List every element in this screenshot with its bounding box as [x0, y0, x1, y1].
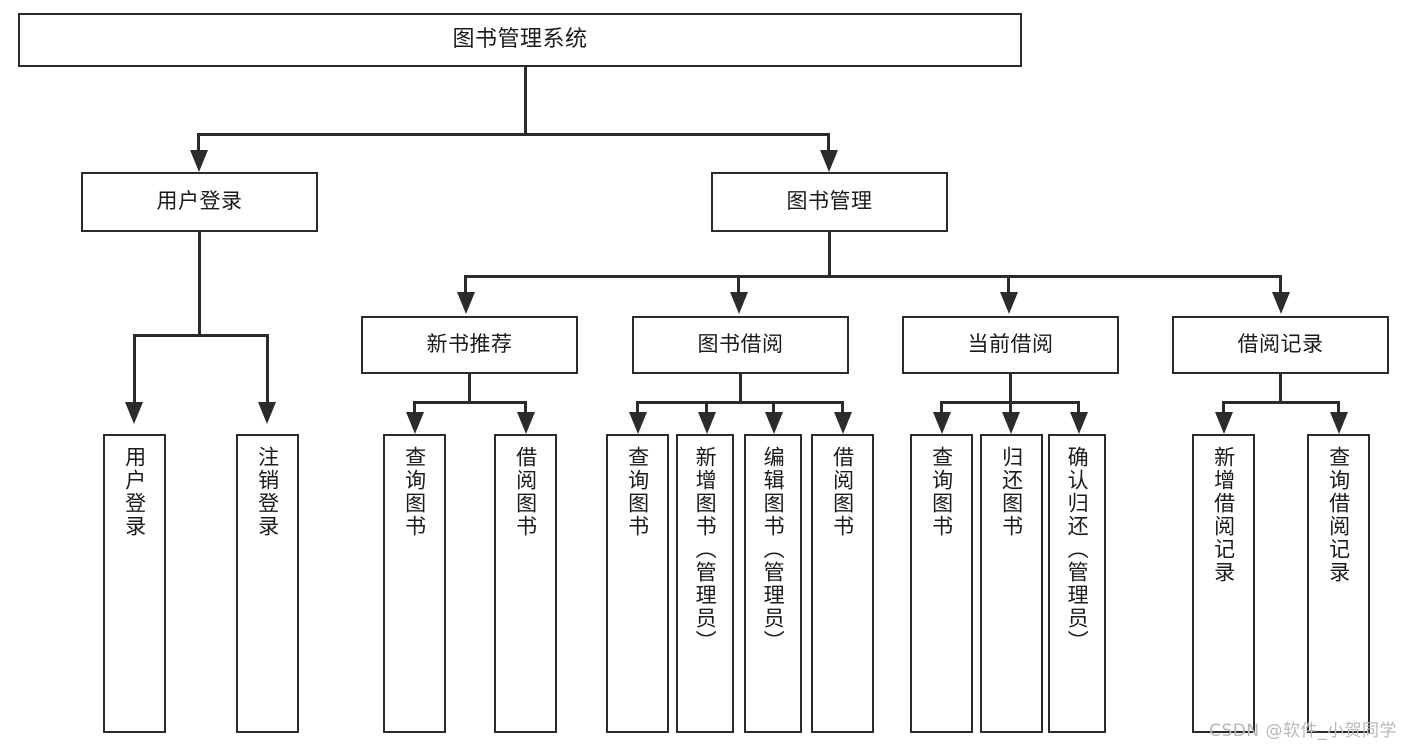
arrow-bb-to-borrow-book: [834, 412, 852, 434]
csdn-watermark: CSDN @软件_小贺同学: [1209, 721, 1397, 741]
arrow-user-login-to-leaf2: [258, 402, 276, 424]
node-leaf-query-book-3[interactable]: 查询图书: [910, 434, 973, 733]
node-leaf-borrow-book-1-label: 借阅图书: [513, 446, 538, 538]
connector-root-stem: [524, 67, 527, 135]
connector-cb-to-leaf1: [940, 401, 943, 415]
node-leaf-add-record-label: 新增借阅记录: [1211, 446, 1236, 584]
node-leaf-edit-book-label: 编辑图书（管理员）: [761, 446, 786, 653]
connector-book-borrow-stem: [739, 374, 742, 404]
arrow-root-to-book-manage: [820, 150, 838, 172]
node-leaf-user-login-label: 用户登录: [122, 446, 147, 538]
node-leaf-logout-label: 注销登录: [255, 446, 280, 538]
arrow-br-to-query-record: [1330, 412, 1348, 434]
node-leaf-user-login[interactable]: 用户登录: [103, 434, 166, 733]
connector-borrow-record-stem: [1279, 374, 1282, 404]
connector-root-to-user-login: [197, 133, 200, 153]
node-book-borrow-label: 图书借阅: [697, 332, 784, 357]
connector-user-login-to-leaf2: [266, 334, 269, 404]
arrow-nbr-to-borrow-book: [517, 412, 535, 434]
connector-book-borrow-bar: [636, 401, 844, 404]
connector-bb-to-leaf2: [705, 401, 708, 415]
connector-bb-to-leaf4: [841, 401, 844, 415]
connector-user-login-bar: [133, 334, 269, 337]
node-current-borrow-label: 当前借阅: [967, 332, 1054, 357]
arrow-bb-to-query-book: [629, 412, 647, 434]
arrow-root-to-user-login: [190, 150, 208, 172]
arrow-br-to-add-record: [1215, 412, 1233, 434]
node-current-borrow[interactable]: 当前借阅: [902, 316, 1119, 374]
connector-borrow-record-bar: [1222, 401, 1340, 404]
node-user-login[interactable]: 用户登录: [81, 172, 318, 232]
connector-user-login-stem: [198, 232, 201, 336]
connector-cb-to-leaf2: [1009, 401, 1012, 415]
connector-bb-to-leaf3: [772, 401, 775, 415]
arrow-book-manage-to-borrow-record: [1272, 292, 1290, 314]
node-leaf-add-record[interactable]: 新增借阅记录: [1192, 434, 1255, 733]
connector-bb-to-leaf1: [636, 401, 639, 415]
arrow-bb-to-add-book: [698, 412, 716, 434]
arrow-cb-to-return-book: [1002, 412, 1020, 434]
connector-book-manage-to-l3a: [464, 275, 467, 295]
node-leaf-borrow-book-1[interactable]: 借阅图书: [494, 434, 557, 733]
connector-root-bar: [197, 133, 830, 136]
connector-user-login-to-leaf1: [133, 334, 136, 404]
node-leaf-add-book-label: 新增图书（管理员）: [693, 446, 718, 653]
connector-book-manage-to-l3b: [737, 275, 740, 295]
node-leaf-query-book-2[interactable]: 查询图书: [606, 434, 669, 733]
node-borrow-record[interactable]: 借阅记录: [1172, 316, 1389, 374]
arrow-book-manage-to-current-borrow: [1000, 292, 1018, 314]
node-leaf-return-book-label: 归还图书: [999, 446, 1024, 538]
node-leaf-query-book-1-label: 查询图书: [402, 446, 427, 538]
connector-new-book-rec-stem: [468, 374, 471, 404]
node-leaf-borrow-book-2-label: 借阅图书: [830, 446, 855, 538]
node-leaf-query-book-3-label: 查询图书: [929, 446, 954, 538]
arrow-bb-to-edit-book: [765, 412, 783, 434]
arrow-cb-to-query-book: [933, 412, 951, 434]
node-leaf-return-book[interactable]: 归还图书: [980, 434, 1043, 733]
node-book-borrow[interactable]: 图书借阅: [632, 316, 849, 374]
connector-nbr-to-leaf1: [413, 401, 416, 415]
connector-book-manage-stem: [828, 232, 831, 278]
connector-nbr-to-leaf2: [524, 401, 527, 415]
node-user-login-label: 用户登录: [156, 189, 243, 214]
node-borrow-record-label: 借阅记录: [1237, 332, 1324, 357]
connector-new-book-rec-bar: [413, 401, 527, 404]
connector-book-manage-to-l3c: [1007, 275, 1010, 295]
connector-root-to-book-manage: [827, 133, 830, 153]
node-leaf-query-book-2-label: 查询图书: [625, 446, 650, 538]
arrow-book-manage-to-new-book-rec: [457, 292, 475, 314]
node-root-label: 图书管理系统: [452, 26, 588, 52]
arrow-book-manage-to-book-borrow: [730, 292, 748, 314]
node-book-manage[interactable]: 图书管理: [711, 172, 948, 232]
connector-current-borrow-stem: [1009, 374, 1012, 404]
node-new-book-rec-label: 新书推荐: [426, 332, 513, 357]
node-leaf-edit-book[interactable]: 编辑图书（管理员）: [744, 434, 802, 733]
node-book-manage-label: 图书管理: [786, 189, 873, 214]
arrow-nbr-to-query-book: [406, 412, 424, 434]
node-leaf-add-book[interactable]: 新增图书（管理员）: [676, 434, 734, 733]
connector-cb-to-leaf3: [1077, 401, 1080, 415]
node-leaf-logout[interactable]: 注销登录: [236, 434, 299, 733]
node-root[interactable]: 图书管理系统: [18, 13, 1022, 67]
connector-book-manage-bar: [464, 275, 1282, 278]
node-leaf-confirm-return-label: 确认归还（管理员）: [1065, 446, 1090, 653]
node-new-book-rec[interactable]: 新书推荐: [361, 316, 578, 374]
connector-br-to-leaf1: [1222, 401, 1225, 415]
node-leaf-query-record[interactable]: 查询借阅记录: [1307, 434, 1370, 733]
arrow-cb-to-confirm-return: [1070, 412, 1088, 434]
arrow-user-login-to-leaf1: [125, 402, 143, 424]
node-leaf-borrow-book-2[interactable]: 借阅图书: [811, 434, 874, 733]
connector-br-to-leaf2: [1337, 401, 1340, 415]
node-leaf-query-record-label: 查询借阅记录: [1326, 446, 1351, 584]
node-leaf-confirm-return[interactable]: 确认归还（管理员）: [1048, 434, 1106, 733]
node-leaf-query-book-1[interactable]: 查询图书: [383, 434, 446, 733]
connector-book-manage-to-l3d: [1279, 275, 1282, 295]
